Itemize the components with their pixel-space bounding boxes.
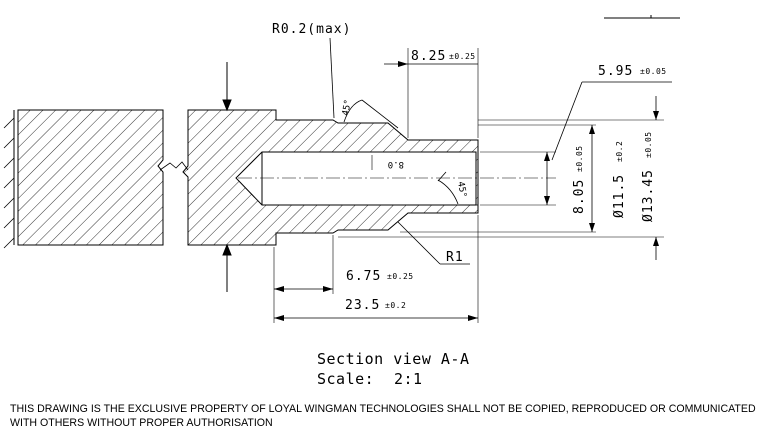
bore-diameter-label: 8.0 <box>388 159 404 169</box>
dim-23-5: 23.5 ±0.2 <box>274 298 478 321</box>
chamfer-angle-bottom-label: 45° <box>455 181 468 199</box>
dim-8-25: 8.25 ±0.25 <box>384 48 479 138</box>
dim-8-25-tol: ±0.25 <box>449 52 476 61</box>
break-symbol <box>159 161 189 171</box>
dim-11-5: Ø11.5 ±0.2 <box>589 125 627 232</box>
dim-5-95-value: 5.95 <box>598 64 633 79</box>
extension-lines-right <box>338 119 664 238</box>
dim-8-05: 8.05 ±0.05 <box>544 145 587 214</box>
fillet-radius-label: R1 <box>446 250 464 265</box>
section-title: Section view A-A <box>317 350 470 368</box>
left-fixture-section <box>3 109 164 249</box>
dim-6-75: 6.75 ±0.25 <box>274 269 414 292</box>
dim-23-5-tol: ±0.2 <box>385 301 406 310</box>
dim-13-45-tol: ±0.05 <box>644 131 653 158</box>
dim-13-45-value: Ø13.45 <box>641 169 656 222</box>
radius-callout: R0.2(max) <box>272 22 351 119</box>
chamfer-angle-bottom: 45° <box>437 171 468 205</box>
radius-callout-label: R0.2(max) <box>272 22 351 37</box>
dim-11-5-value: Ø11.5 <box>612 174 627 218</box>
chamfer-angle-top-label: 45° <box>341 99 354 117</box>
dim-8-25-value: 8.25 <box>411 49 446 64</box>
dim-6-75-tol: ±0.25 <box>387 272 414 281</box>
scale-label: Scale: <box>317 370 374 388</box>
extension-lines-bottom <box>273 215 479 323</box>
dim-8-05-tol: ±0.05 <box>575 145 584 172</box>
dim-6-75-value: 6.75 <box>346 269 381 284</box>
part-section <box>182 109 479 246</box>
corner-mark <box>604 15 680 19</box>
fillet-callout: R1 <box>397 221 470 265</box>
property-notice: THIS DRAWING IS THE EXCLUSIVE PROPERTY O… <box>10 403 756 429</box>
dim-13-45: Ø13.45 ±0.05 <box>641 96 659 260</box>
dim-5-95-tol: ±0.05 <box>640 67 667 76</box>
dim-8-05-value: 8.05 <box>572 179 587 214</box>
dim-5-95: 5.95 ±0.05 <box>551 64 672 161</box>
dim-11-5-tol: ±0.2 <box>615 141 624 162</box>
chamfer-angle-top: 45° <box>341 99 399 129</box>
scale-value: 2:1 <box>394 370 423 388</box>
section-arrows <box>222 62 232 292</box>
dim-23-5-value: 23.5 <box>345 298 380 313</box>
